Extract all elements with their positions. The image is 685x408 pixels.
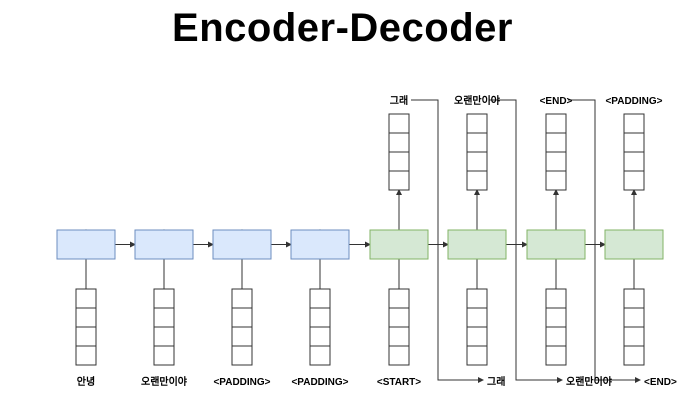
decoder-output-label: <PADDING> <box>605 96 662 107</box>
encoder-cell <box>56 229 116 260</box>
decoder-output-label: <END> <box>540 96 573 107</box>
diagram-title: Encoder-Decoder <box>172 6 513 50</box>
decoder-input-label: 오랜만이야 <box>566 375 613 388</box>
encoder-cell <box>212 229 272 260</box>
decoder-input-label: <START> <box>377 377 421 388</box>
decoder-cell <box>604 229 664 260</box>
encoder-input-label: 오랜만이야 <box>141 375 188 388</box>
decoder-output-label: 그래 <box>390 94 408 107</box>
feedback-arrow <box>411 99 484 383</box>
decoder-cell <box>369 229 429 260</box>
decoder-output-label: 오랜만이야 <box>454 94 501 107</box>
cells-layer <box>56 113 664 366</box>
encoder-input-label: 안녕 <box>77 375 95 388</box>
decoder-cell <box>526 229 586 260</box>
feedback-arrow <box>568 99 641 383</box>
encoder-input-label: <PADDING> <box>213 377 270 388</box>
encoder-cell <box>290 229 350 260</box>
decoder-input-label: <END> <box>644 377 677 388</box>
decoder-input-label: 그래 <box>487 375 505 388</box>
encoder-input-label: <PADDING> <box>291 377 348 388</box>
decoder-cell <box>447 229 507 260</box>
feedback-arrow <box>489 99 563 383</box>
encoder-cell <box>134 229 194 260</box>
